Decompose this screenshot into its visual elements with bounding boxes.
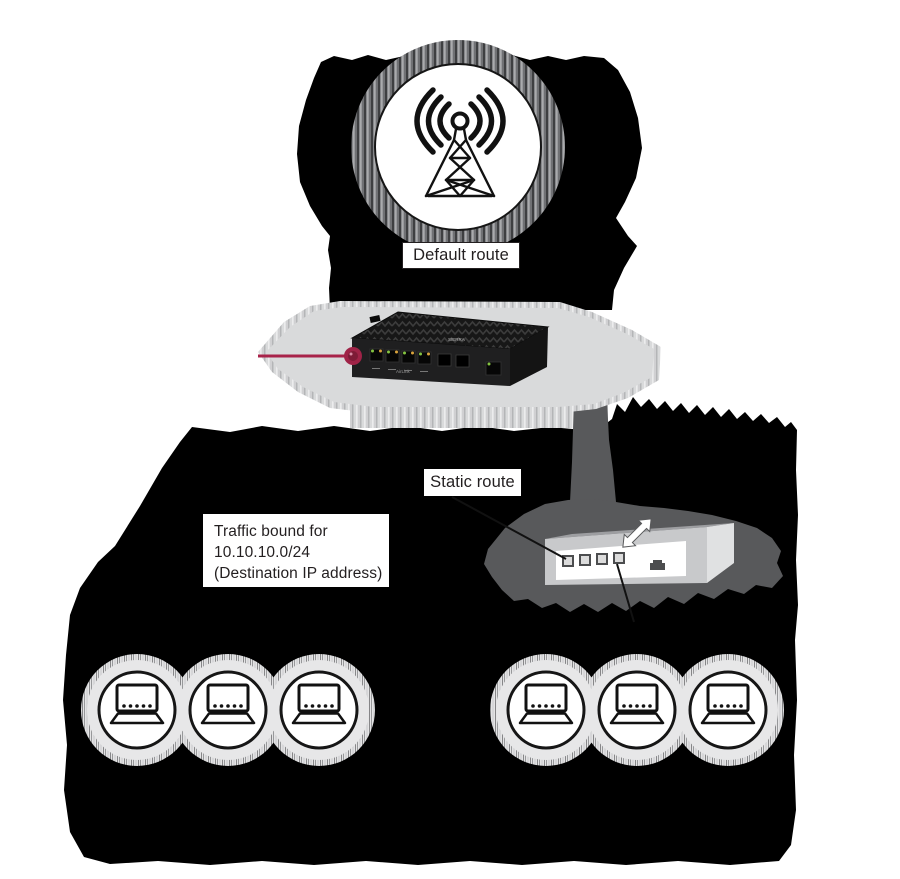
double-arrow-icon bbox=[622, 518, 652, 548]
laptop-icon bbox=[291, 683, 347, 725]
laptop-icon bbox=[700, 683, 756, 725]
laptop-icon bbox=[109, 683, 165, 725]
laptop-icon bbox=[200, 683, 256, 725]
router-device: SIERRA AirLink bbox=[344, 311, 550, 386]
svg-text:SIERRA: SIERRA bbox=[448, 337, 465, 342]
laptop-icons bbox=[109, 683, 756, 725]
cell-tower-icon bbox=[414, 87, 506, 198]
antenna-connector bbox=[344, 347, 362, 365]
antenna-line bbox=[258, 354, 353, 358]
ethernet-ports bbox=[369, 348, 432, 365]
ethernet-jack-icon bbox=[650, 560, 665, 570]
default-route-label: Default route bbox=[402, 242, 520, 269]
traffic-destination-label: Traffic bound for 10.10.10.0/24 (Destina… bbox=[203, 514, 389, 587]
leader-line-port bbox=[616, 563, 635, 623]
static-route-label: Static route bbox=[424, 469, 521, 496]
leader-line-static bbox=[451, 496, 567, 560]
traffic-label-line2: 10.10.10.0/24 bbox=[214, 544, 311, 562]
laptop-icon bbox=[609, 683, 665, 725]
lan-shadow-blob bbox=[63, 397, 798, 865]
traffic-label-line1: Traffic bound for bbox=[214, 523, 328, 540]
tower-circle bbox=[374, 63, 542, 231]
laptop-icon bbox=[518, 683, 574, 725]
switch-ports bbox=[562, 552, 625, 567]
ethernet-switch bbox=[545, 523, 734, 585]
svg-text:AirLink: AirLink bbox=[396, 369, 411, 374]
traffic-label-line3: (Destination IP address) bbox=[214, 565, 383, 583]
